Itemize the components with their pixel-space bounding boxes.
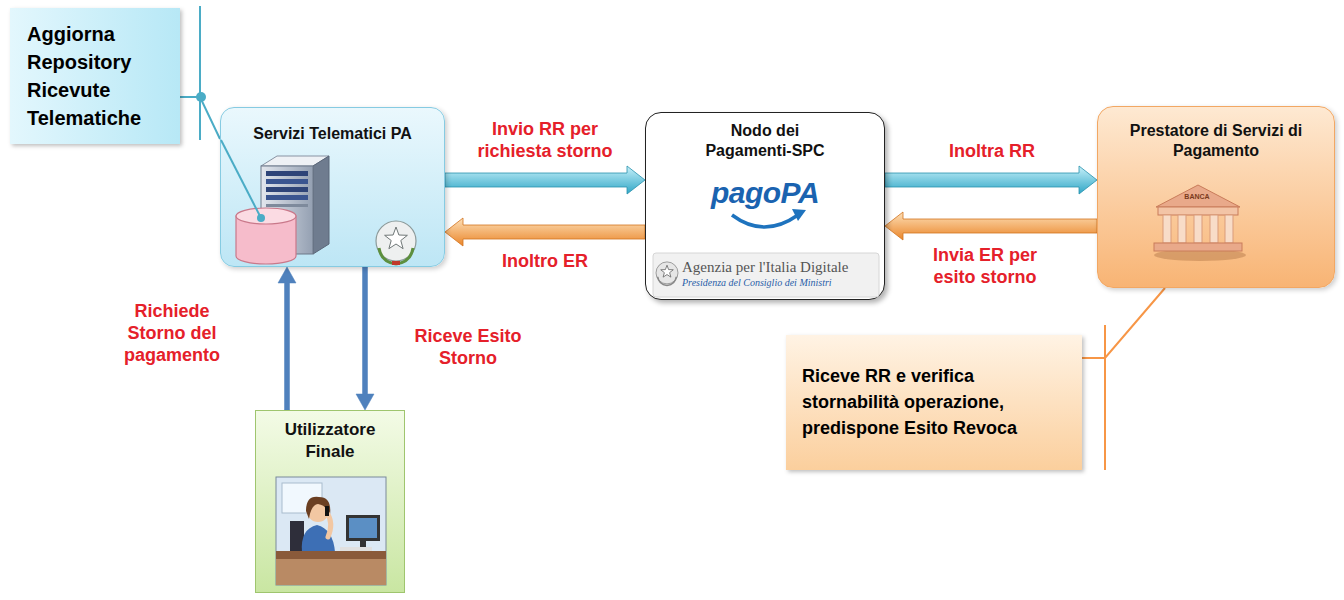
edge-label: Invio RR per richiesta storno [465,118,625,162]
box-title: Prestatore di Servizi di Pagamento [1121,121,1311,161]
database-icon [236,208,296,264]
agency-subtitle: Presidenza del Consiglio dei Ministri [682,276,878,289]
logo-text: pagoPA [711,177,819,209]
box-title: Servizi Telematici PA [253,124,412,144]
box-title: Nodo dei Pagamenti-SPC [690,121,840,161]
callout-text: Aggiorna Repository Ricevute Telematiche [27,20,168,132]
user-box: Utilizzatore Finale [255,410,405,593]
flow-arrow [885,212,1097,240]
leader-line [180,97,220,139]
bank-sign: BANCA [1182,193,1212,201]
box-title: Utilizzatore Finale [263,419,397,463]
agency-name: Agenzia per l'Italia Digitale [682,258,878,276]
office-picture [276,477,386,585]
edge-label: Riceve Esito Storno [413,325,523,369]
edge-label: Invia ER per esito storno [918,244,1053,288]
edge-label: Inoltra RR [912,140,1072,162]
bank-icon [1154,185,1246,261]
agency-band-text: Agenzia per l'Italia DigitalePresidenza … [652,253,878,294]
system-box: Servizi Telematici PA [220,107,445,267]
flow-arrow [356,267,374,410]
callout-text: Riceve RR e verifica stornabilità operaz… [802,363,1066,441]
flow-arrow [445,218,645,246]
note-callout: Riceve RR e verifica stornabilità operaz… [786,335,1082,470]
flow-arrow [885,166,1097,194]
leader-line [1082,288,1165,358]
edge-label: Inoltro ER [465,250,625,272]
flow-arrow [278,267,296,410]
hub-box: Nodo dei Pagamenti-SPC pagoPA Agenzia per … [645,112,885,300]
note-callout: Aggiorna Repository Ricevute Telematiche [10,8,180,144]
agency-band [653,253,879,297]
leader-line [221,140,265,222]
edge-label: Richiede Storno del pagamento [112,300,232,366]
flow-arrow [445,166,645,194]
provider-box: Prestatore di Servizi di Pagamento [1097,106,1335,288]
callout-bars [196,6,1105,470]
callout-bar [199,6,201,140]
emblem-icon [376,221,416,265]
logo-arc [732,209,806,227]
callout-bar [1104,325,1106,470]
